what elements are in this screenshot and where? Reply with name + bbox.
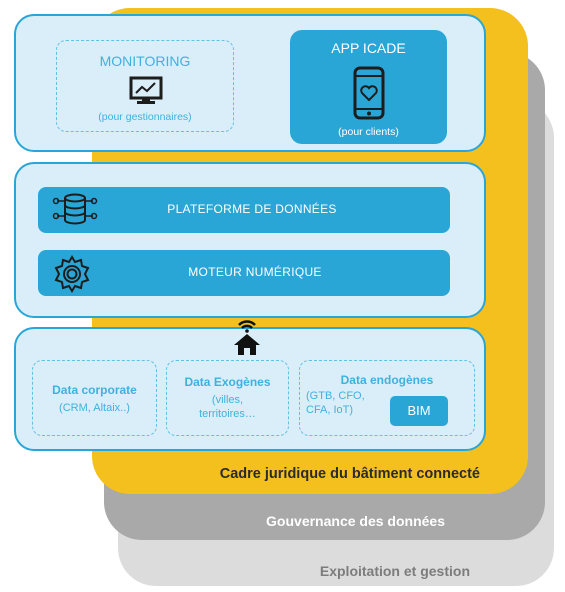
data-exogenes-line2: territoires… (199, 408, 256, 420)
monitor-chart-icon (129, 76, 163, 104)
data-endogenes-line2: CFA, IoT) (306, 404, 354, 416)
data-exogenes-box: Data Exogènes (villes, territoires… (166, 360, 289, 436)
data-endogenes-detail: (GTB, CFO, CFA, IoT) (306, 389, 380, 417)
monitoring-box: MONITORING (pour gestionnaires) (56, 40, 234, 132)
data-corporate-box: Data corporate (CRM, Altaix..) (32, 360, 157, 436)
smart-home-wifi-icon (234, 320, 260, 355)
data-corporate-detail: (CRM, Altaix..) (59, 402, 130, 414)
data-platform-label: PLATEFORME DE DONNÉES (167, 202, 337, 216)
monitoring-title: MONITORING (99, 53, 191, 69)
cadre-juridique-label: Cadre juridique du bâtiment connecté (219, 466, 480, 482)
data-exogenes-detail: (villes, territoires… (167, 393, 288, 421)
digital-engine-label: MOTEUR NUMÉRIQUE (188, 265, 322, 279)
digital-engine-bar: MOTEUR NUMÉRIQUE (38, 250, 450, 296)
gouvernance-label: Gouvernance des données (266, 513, 445, 529)
data-endogenes-line1: (GTB, CFO, (306, 390, 365, 402)
database-network-icon (52, 193, 98, 225)
data-corporate-title: Data corporate (52, 383, 137, 397)
app-icade-box: APP ICADE (pour clients) (290, 30, 447, 144)
monitoring-subtitle: (pour gestionnaires) (98, 111, 192, 123)
gear-icon (54, 255, 90, 293)
data-platform-bar: PLATEFORME DE DONNÉES (38, 187, 450, 233)
app-icade-subtitle: (pour clients) (338, 126, 399, 138)
data-exogenes-title: Data Exogènes (184, 375, 271, 389)
app-icade-title: APP ICADE (331, 40, 406, 56)
data-exogenes-line1: (villes, (211, 394, 244, 406)
exploitation-label: Exploitation et gestion (319, 563, 470, 579)
bim-badge: BIM (390, 396, 448, 426)
data-endogenes-title: Data endogènes (340, 373, 434, 387)
data-endogenes-box: Data endogènes (GTB, CFO, CFA, IoT) (299, 360, 475, 436)
smartphone-heart-icon (353, 66, 385, 120)
